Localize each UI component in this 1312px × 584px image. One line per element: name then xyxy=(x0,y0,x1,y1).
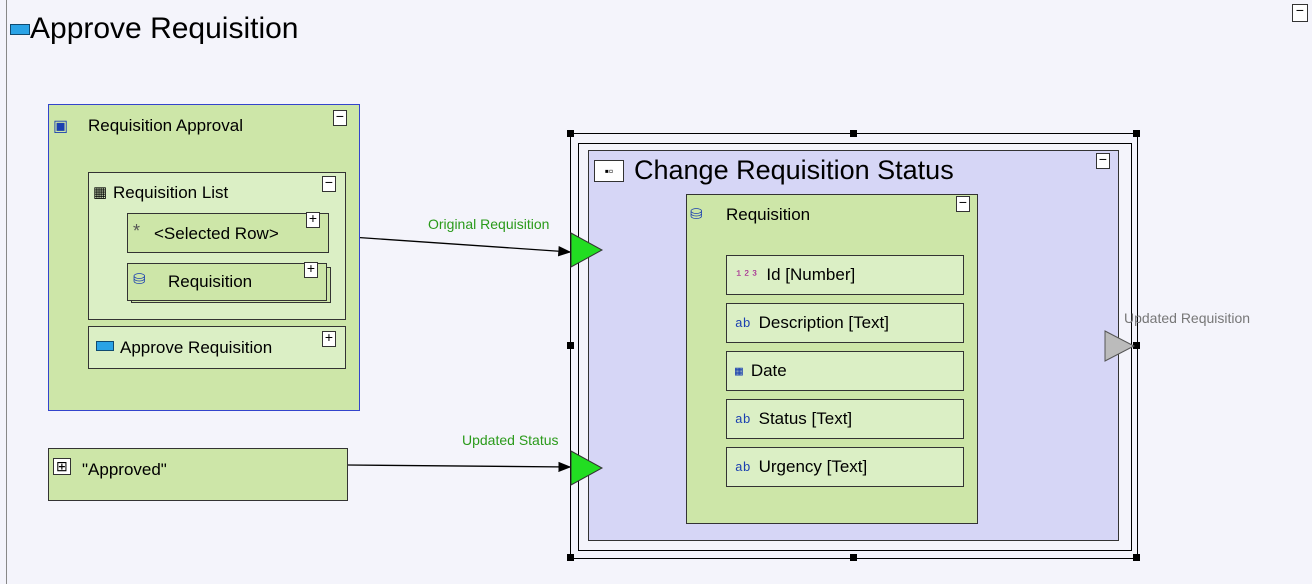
field-label: Urgency [Text] xyxy=(758,457,868,476)
button-icon xyxy=(96,341,114,351)
field-label: Status [Text] xyxy=(758,409,853,428)
form-icon: ▣ xyxy=(53,118,69,135)
asterisk-icon: * xyxy=(133,221,141,241)
diagram-collapse-button[interactable]: − xyxy=(1292,4,1308,22)
updated-requisition-port[interactable] xyxy=(1104,330,1138,362)
approved-constant-label: "Approved" xyxy=(82,460,167,479)
requisition-list-collapse-button[interactable]: − xyxy=(322,176,336,192)
flow-approved-to-port xyxy=(346,461,572,473)
approve-requisition-button[interactable] xyxy=(88,326,346,369)
constant-icon: ⊞ xyxy=(53,458,71,475)
requisition-parameter-label: Requisition xyxy=(726,205,811,224)
approve-requisition-label: Approve Requisition xyxy=(120,338,273,357)
field-id[interactable]: ¹²³ Id [Number] xyxy=(726,255,964,295)
resize-handle[interactable] xyxy=(1133,342,1140,349)
field-label: Description [Text] xyxy=(758,313,889,332)
field-date[interactable]: ▦ Date xyxy=(726,351,964,391)
requisition-list-label: Requisition List xyxy=(113,183,229,202)
resize-handle[interactable] xyxy=(1133,554,1140,561)
selected-row-label: <Selected Row> xyxy=(154,224,279,243)
selected-row-expand-button[interactable]: + xyxy=(306,212,320,228)
resize-handle[interactable] xyxy=(850,554,857,561)
requisition-approval-label: Requisition Approval xyxy=(88,116,243,135)
change-requisition-status-label: Change Requisition Status xyxy=(634,155,954,185)
requisition-node-expand-button[interactable]: + xyxy=(304,262,318,278)
resize-handle[interactable] xyxy=(850,130,857,137)
canvas xyxy=(6,0,1312,584)
field-status[interactable]: ab Status [Text] xyxy=(726,399,964,439)
original-requisition-port[interactable] xyxy=(570,232,604,268)
updated-requisition-flow-label: Updated Requisition xyxy=(1124,310,1251,326)
updated-status-port[interactable] xyxy=(570,450,604,486)
field-description[interactable]: ab Description [Text] xyxy=(726,303,964,343)
text-icon: ab xyxy=(735,459,751,475)
text-icon: ab xyxy=(735,315,751,331)
entity-icon: ⛁ xyxy=(133,271,146,288)
date-icon: ▦ xyxy=(735,363,743,379)
text-icon: ab xyxy=(735,411,751,427)
selected-row-node[interactable] xyxy=(127,213,329,253)
page-title: Approve Requisition xyxy=(30,12,299,45)
action-collapse-button[interactable]: − xyxy=(1096,153,1110,169)
requisition-approval-collapse-button[interactable]: − xyxy=(333,110,347,126)
field-label: Id [Number] xyxy=(766,265,856,284)
approved-constant[interactable] xyxy=(48,448,348,501)
field-urgency[interactable]: ab Urgency [Text] xyxy=(726,447,964,487)
requisition-node[interactable] xyxy=(127,263,327,301)
resize-handle[interactable] xyxy=(567,130,574,137)
flow-selected-row-to-port xyxy=(321,234,572,257)
resize-handle[interactable] xyxy=(567,342,574,349)
number-icon: ¹²³ xyxy=(735,267,759,283)
field-label: Date xyxy=(750,361,787,380)
updated-status-flow-label: Updated Status xyxy=(462,432,559,448)
screen-icon xyxy=(10,24,30,35)
requisition-node-label: Requisition xyxy=(168,272,253,291)
table-icon: ▦ xyxy=(93,184,108,201)
entity-icon: ⛁ xyxy=(690,206,703,223)
requisition-parameter-collapse-button[interactable]: − xyxy=(956,196,970,212)
resize-handle[interactable] xyxy=(1133,130,1140,137)
resize-handle[interactable] xyxy=(567,554,574,561)
action-icon: ▪▫ xyxy=(594,160,624,182)
approve-requisition-expand-button[interactable]: + xyxy=(322,331,336,347)
original-requisition-flow-label: Original Requisition xyxy=(428,216,550,232)
